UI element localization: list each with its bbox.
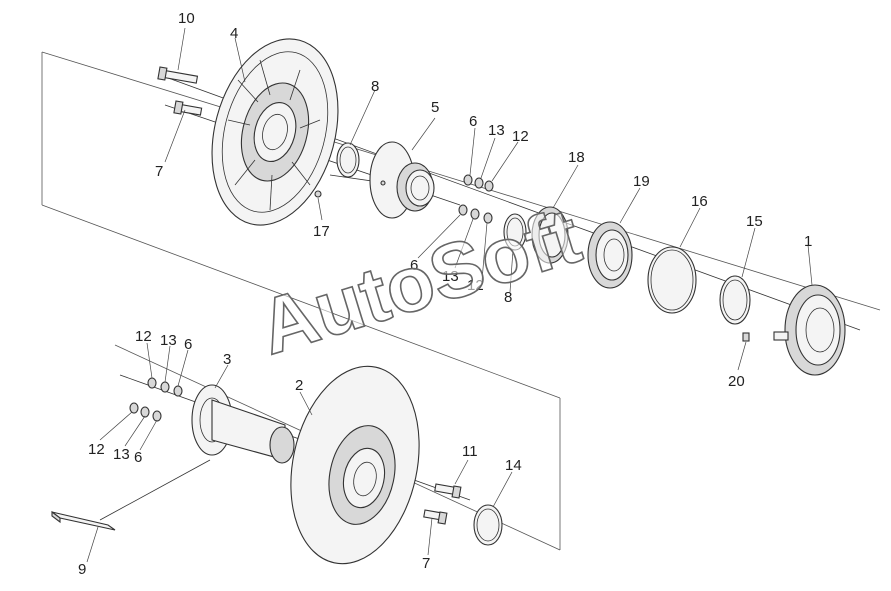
callout-19: 19 bbox=[633, 173, 650, 190]
part-5-hub bbox=[369, 141, 435, 219]
callout-20: 20 bbox=[728, 373, 745, 390]
callout-7-upper: 7 bbox=[155, 163, 163, 180]
callout-4: 4 bbox=[230, 25, 238, 42]
part-16-snap-ring bbox=[647, 246, 697, 314]
part-7-bolt-upper bbox=[173, 100, 203, 116]
callout-11: 11 bbox=[462, 443, 478, 460]
part-15-ring bbox=[719, 275, 751, 325]
callout-3: 3 bbox=[223, 351, 231, 368]
part-7-bolt-lower bbox=[423, 509, 448, 525]
callout-9: 9 bbox=[78, 561, 86, 578]
callout-7-lower: 7 bbox=[422, 555, 430, 572]
part-9-key bbox=[51, 510, 116, 531]
callout-13-middle: 13 bbox=[442, 268, 459, 285]
callout-2: 2 bbox=[295, 377, 303, 394]
upper-nut-group bbox=[458, 174, 494, 224]
part-20-plug bbox=[742, 332, 750, 342]
callout-13-lower-top: 13 bbox=[160, 332, 177, 349]
callout-6-middle: 6 bbox=[410, 257, 418, 274]
part-8-ring-middle bbox=[503, 213, 527, 251]
callout-16: 16 bbox=[691, 193, 708, 210]
callout-18: 18 bbox=[568, 149, 585, 166]
watermark-text: AutoSoft bbox=[249, 191, 590, 371]
part-4-brake-disc bbox=[211, 38, 339, 226]
part-19-bearing bbox=[587, 221, 633, 289]
part-18-seal bbox=[531, 206, 569, 264]
part-2-brake-disc bbox=[290, 365, 420, 565]
part-11-bolt bbox=[434, 483, 462, 499]
callout-15: 15 bbox=[746, 213, 763, 230]
part-10-bolt bbox=[157, 66, 199, 84]
callout-10: 10 bbox=[178, 10, 195, 27]
callout-13-lower-bottom: 13 bbox=[113, 446, 130, 463]
callout-12-upper: 12 bbox=[512, 128, 529, 145]
callout-labels: 10 4 8 5 6 13 12 7 18 19 16 15 1 17 6 13… bbox=[78, 10, 812, 578]
leader-lines bbox=[86, 27, 813, 563]
callout-8-upper: 8 bbox=[371, 78, 379, 95]
callout-6-lower-bottom: 6 bbox=[134, 449, 142, 466]
callout-1: 1 bbox=[804, 233, 812, 250]
part-17-fitting bbox=[314, 190, 322, 198]
callout-14: 14 bbox=[505, 457, 522, 474]
callout-12-lower-bottom: 12 bbox=[88, 441, 105, 458]
part-1-housing bbox=[773, 284, 846, 376]
callout-12-lower-top: 12 bbox=[135, 328, 152, 345]
lower-nut-group bbox=[129, 377, 183, 422]
callout-17: 17 bbox=[313, 223, 330, 240]
callout-12-middle: 12 bbox=[467, 277, 484, 294]
part-14-circlip bbox=[473, 504, 503, 546]
part-8-retaining-ring bbox=[336, 142, 360, 178]
callout-6-lower-top: 6 bbox=[184, 336, 192, 353]
callout-13-upper: 13 bbox=[488, 122, 505, 139]
callout-5: 5 bbox=[431, 99, 439, 116]
part-3-hub-shaft bbox=[191, 384, 295, 464]
callout-6-upper: 6 bbox=[469, 113, 477, 130]
callout-8-middle: 8 bbox=[504, 289, 512, 306]
